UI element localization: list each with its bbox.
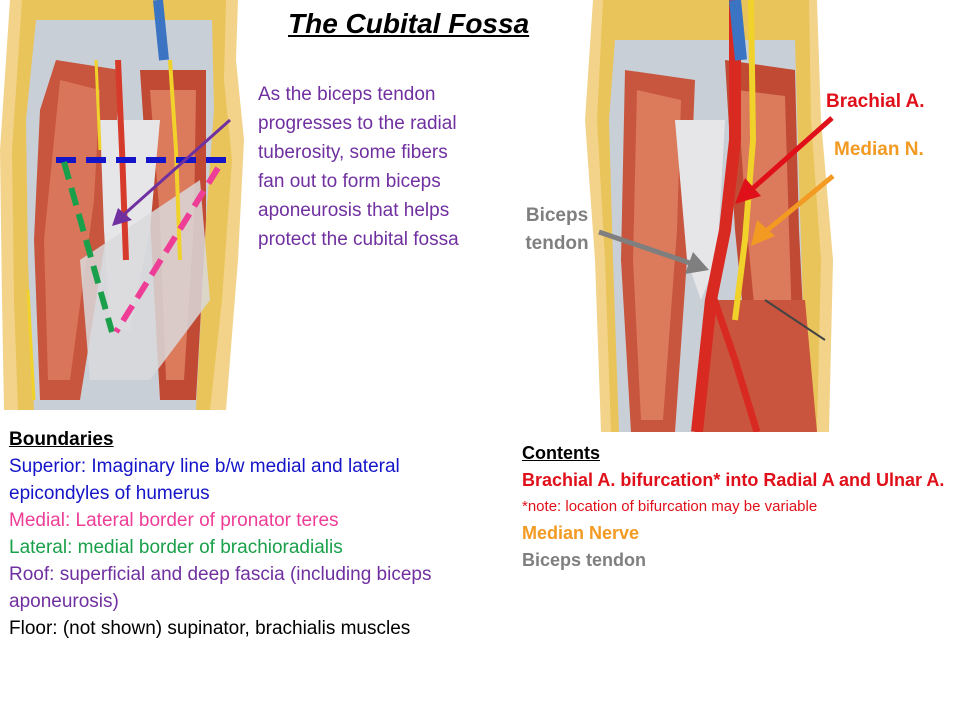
contents-bifurcation-note: *note: location of bifurcation may be va… <box>522 498 818 515</box>
biceps-tendon-label: Biceps tendon <box>512 202 602 258</box>
brachial-artery-label: Brachial A. <box>826 91 925 112</box>
medial-boundary-line <box>113 166 221 334</box>
page-title: The Cubital Fossa <box>288 8 530 39</box>
right-elbow-illustration <box>585 0 835 432</box>
brachial-arrowhead <box>735 178 761 204</box>
contents-brachial: Brachial A. bifurcation* into Radial A a… <box>522 470 945 490</box>
median-nerve-label: Median N. <box>834 139 924 160</box>
contents-list: Contents Brachial A. bifurcation* into R… <box>522 440 954 574</box>
roof-boundary: Roof: superficial and deep fascia (inclu… <box>9 564 432 612</box>
aponeurosis-arrowhead <box>112 208 132 226</box>
aponeurosis-arrow <box>119 118 231 220</box>
boundaries-list: Boundaries Superior: Imaginary line b/w … <box>9 426 489 642</box>
biceps-arrow <box>598 229 694 267</box>
aponeurosis-note: As the biceps tendon progresses to the r… <box>258 84 459 250</box>
contents-biceps: Biceps tendon <box>522 550 647 570</box>
biceps-label-line2: tendon <box>525 233 589 254</box>
superior-boundary: Superior: Imaginary line b/w medial and … <box>9 456 400 504</box>
floor-boundary: Floor: (not shown) supinator, brachialis… <box>9 618 411 639</box>
lateral-boundary-line <box>61 161 115 333</box>
contents-median: Median Nerve <box>522 523 640 543</box>
lateral-boundary: Lateral: medial border of brachioradiali… <box>9 537 343 558</box>
median-arrow <box>763 174 835 234</box>
biceps-arrowhead <box>685 252 709 274</box>
median-arrowhead <box>751 220 775 246</box>
left-elbow-illustration <box>0 0 250 410</box>
contents-heading: Contents <box>522 443 600 463</box>
medial-boundary: Medial: Lateral border of pronator teres <box>9 510 339 531</box>
brachial-arrow <box>749 116 834 192</box>
biceps-label-line1: Biceps <box>525 205 589 226</box>
boundaries-heading: Boundaries <box>9 429 114 450</box>
